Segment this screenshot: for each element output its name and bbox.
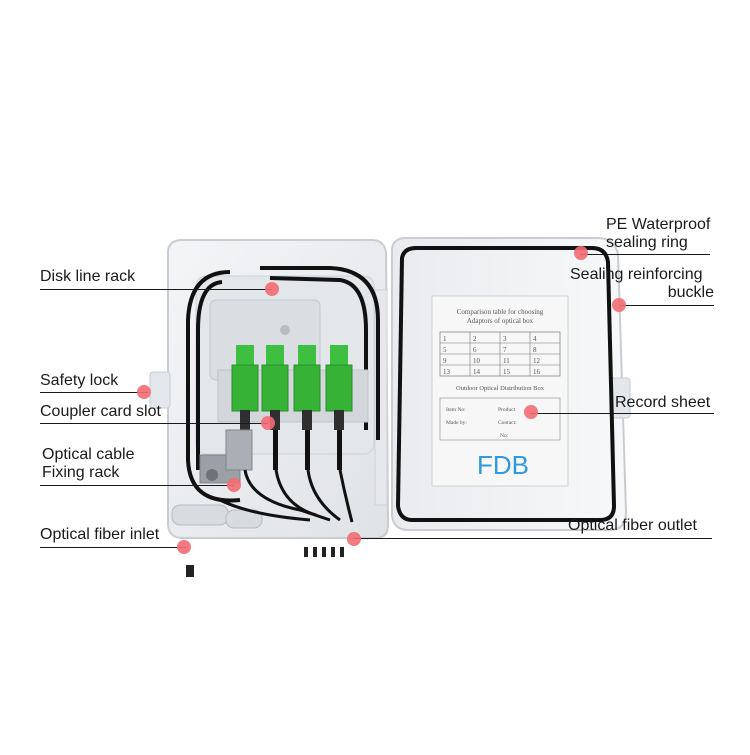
marker-optical-fiber-inlet <box>177 540 191 554</box>
label-sealing-buckle-line2: buckle <box>667 284 714 301</box>
marker-record-sheet <box>524 405 538 419</box>
svg-text:6: 6 <box>473 346 477 354</box>
loose-connectors <box>186 547 344 577</box>
svg-text:1: 1 <box>443 335 447 343</box>
label-pe-waterproof-line1: PE Waterproof <box>606 216 711 233</box>
field-item-no: Item No: <box>446 407 466 413</box>
svg-text:2: 2 <box>473 335 477 343</box>
marker-optical-cable <box>227 478 241 492</box>
record-sheet: Comparison table for choosing Adaptors o… <box>431 295 569 487</box>
sc-adapters <box>231 345 353 470</box>
record-sheet-title-2: Adaptors of optical box <box>467 317 534 325</box>
leader-pe-waterproof <box>580 254 710 255</box>
svg-text:12: 12 <box>533 357 541 365</box>
svg-text:8: 8 <box>533 346 537 354</box>
marker-safety-lock <box>137 385 151 399</box>
svg-text:3: 3 <box>503 335 507 343</box>
cable-coil <box>186 266 380 503</box>
marker-coupler-card-slot <box>261 416 275 430</box>
marker-optical-fiber-outlet <box>347 532 361 546</box>
leader-record-sheet <box>530 413 714 414</box>
label-pe-waterproof-line2: sealing ring <box>606 234 688 251</box>
label-disk-line-rack: Disk line rack <box>40 268 136 285</box>
svg-text:16: 16 <box>533 368 541 376</box>
label-optical-fiber-outlet: Optical fiber outlet <box>568 517 697 534</box>
label-optical-fiber-inlet: Optical fiber inlet <box>40 526 160 543</box>
pe-sealing-ring <box>395 246 617 522</box>
field-no: No: <box>500 433 509 439</box>
svg-text:10: 10 <box>473 357 481 365</box>
record-sheet-title-1: Comparison table for choosing <box>457 308 544 316</box>
marker-disk-line-rack <box>265 282 279 296</box>
label-optical-cable-line1: Optical cable <box>42 446 135 463</box>
svg-text:5: 5 <box>443 346 447 354</box>
field-product: Product <box>498 407 516 413</box>
label-coupler-card-slot: Coupler card slot <box>40 403 161 420</box>
svg-text:4: 4 <box>533 335 537 343</box>
leader-disk-line-rack <box>40 289 272 290</box>
leader-optical-fiber-inlet <box>40 547 186 548</box>
record-sheet-subtitle: Outdoor Optical Distribution Box <box>456 385 545 392</box>
brand-logo: FDB <box>477 450 529 480</box>
leader-optical-fiber-outlet <box>354 538 712 539</box>
field-contact: Contact: <box>498 420 517 426</box>
label-record-sheet: Record sheet <box>615 394 711 411</box>
label-optical-cable-line2: Fixing rack <box>42 464 120 481</box>
field-made-by: Made by: <box>446 420 467 426</box>
svg-text:9: 9 <box>443 357 447 365</box>
leader-optical-cable <box>40 485 234 486</box>
svg-text:11: 11 <box>503 357 510 365</box>
label-sealing-buckle-line1: Sealing reinforcing <box>570 266 703 283</box>
cable-fixing-rack <box>171 429 263 529</box>
svg-text:13: 13 <box>443 368 451 376</box>
leader-safety-lock <box>40 392 148 393</box>
svg-text:7: 7 <box>503 346 507 354</box>
leader-sealing-buckle <box>620 305 714 306</box>
leader-coupler-card-slot <box>40 423 268 424</box>
marker-sealing-buckle <box>612 298 626 312</box>
label-safety-lock: Safety lock <box>40 372 119 389</box>
svg-text:15: 15 <box>503 368 511 376</box>
outlet-pigtails <box>219 469 354 523</box>
svg-text:14: 14 <box>473 368 481 376</box>
marker-pe-waterproof <box>574 246 588 260</box>
